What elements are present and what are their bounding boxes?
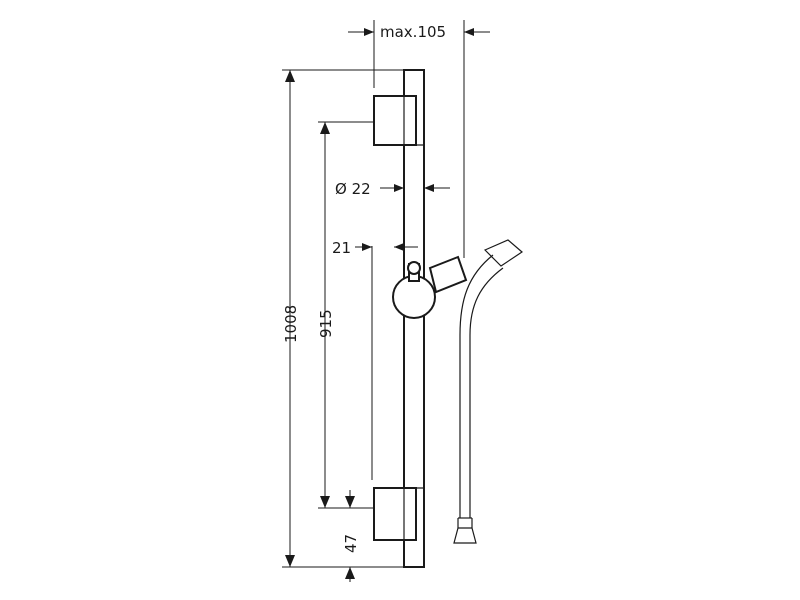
bottom-wall-bracket <box>373 487 417 541</box>
handshower-holder <box>392 255 468 319</box>
label-overall-length: 1008 <box>282 305 300 343</box>
dimension-wall-gap <box>355 243 418 480</box>
dimension-bracket-spacing <box>318 121 374 509</box>
label-bottom-offset: 47 <box>342 534 360 553</box>
dimension-max-depth <box>348 20 490 258</box>
shower-hose <box>453 239 523 544</box>
label-wall-gap: 21 <box>332 239 351 257</box>
dimension-bottom-offset <box>345 490 355 582</box>
top-wall-bracket <box>373 95 417 146</box>
label-rail-diameter: Ø 22 <box>335 180 371 198</box>
dimension-rail-diameter <box>380 184 450 192</box>
label-max-depth: max.105 <box>380 23 446 41</box>
dimension-overall-length <box>282 69 404 568</box>
label-bracket-spacing: 915 <box>317 309 335 338</box>
